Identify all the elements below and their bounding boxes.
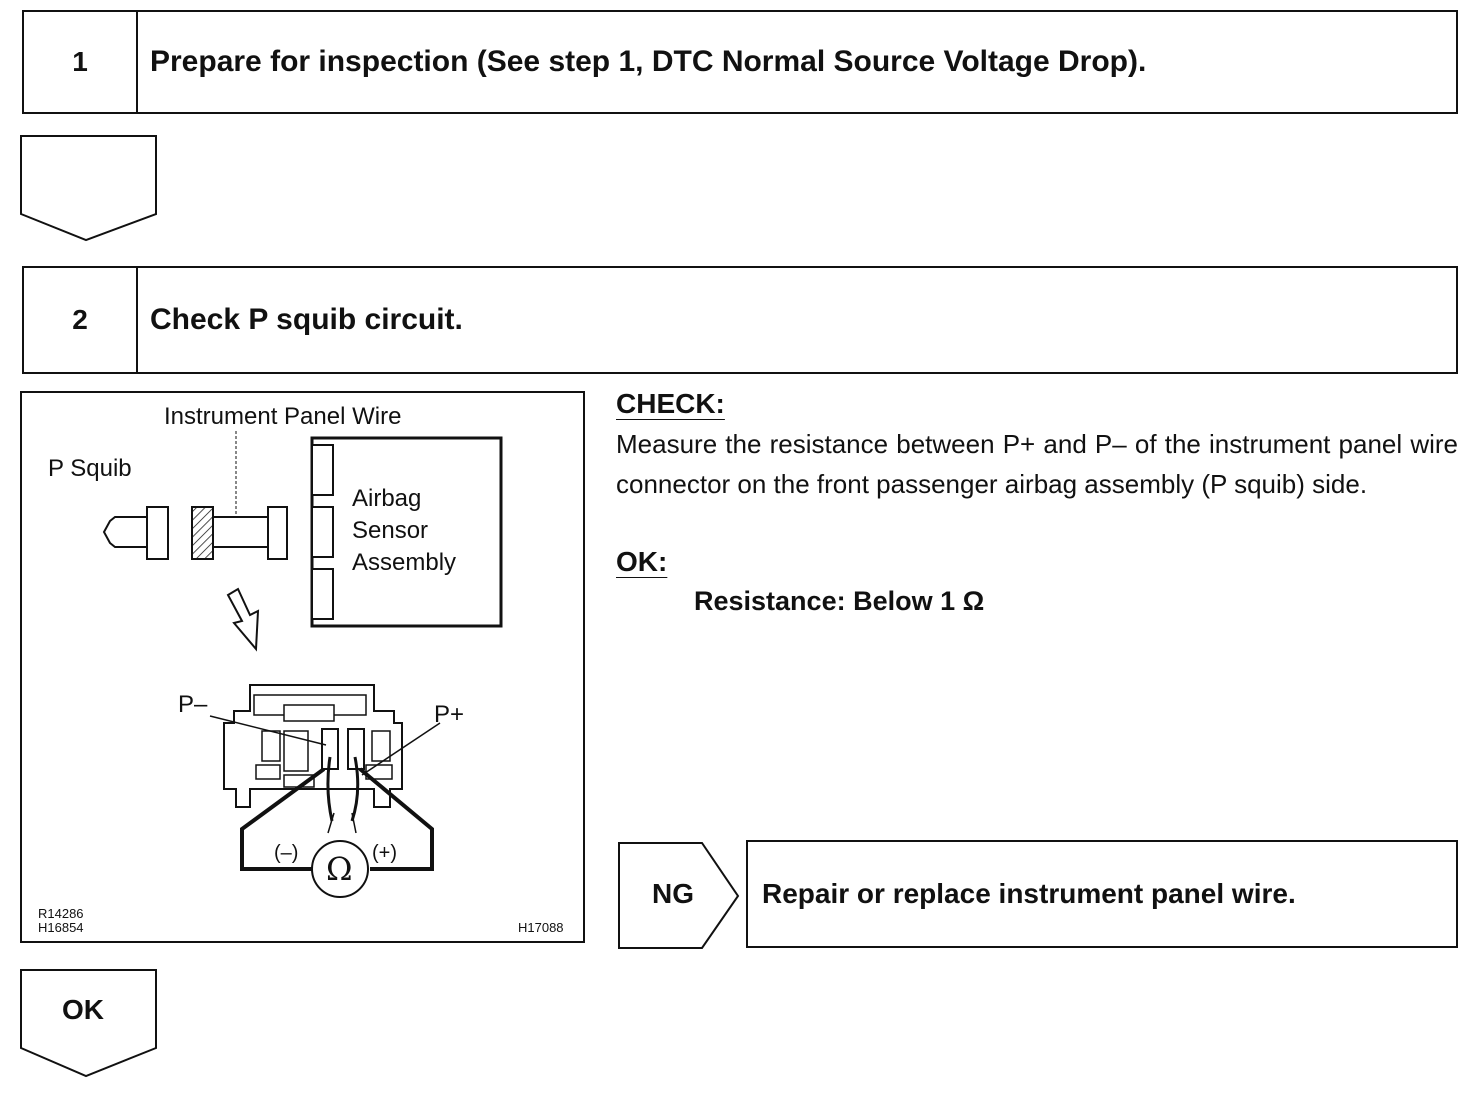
- connector-face: [223, 684, 403, 808]
- step-2-title: Check P squib circuit.: [150, 303, 463, 336]
- flow-arrow-step1: [20, 135, 157, 242]
- ng-action-text: Repair or replace instrument panel wire.: [762, 878, 1296, 909]
- ohm-symbol: Ω: [326, 850, 353, 888]
- step-2-number: 2: [24, 268, 138, 372]
- connector-illustration: [102, 431, 503, 898]
- ok-arrow: [20, 969, 157, 1078]
- meter-minus-label: (–): [274, 842, 299, 864]
- p-minus-label: P–: [178, 691, 208, 718]
- airbag-sensor-label-2: Sensor: [352, 517, 429, 544]
- step-2-header: 2 Check P squib circuit.: [22, 266, 1458, 374]
- airbag-sensor-label-3: Assembly: [352, 549, 457, 576]
- ok-label: OK: [62, 994, 104, 1025]
- check-instruction: Measure the resistance between P+ and P–…: [616, 429, 1458, 499]
- p-squib-label: P Squib: [48, 455, 132, 482]
- check-heading: CHECK:: [616, 388, 725, 419]
- ok-heading: OK:: [616, 546, 668, 577]
- instrument-panel-wire-label: Instrument Panel Wire: [164, 403, 402, 430]
- ng-action-box: Repair or replace instrument panel wire.: [746, 840, 1458, 948]
- ok-specification: Resistance: Below 1 Ω: [694, 586, 985, 616]
- meter-plus-label: (+): [372, 842, 397, 864]
- p-plus-label: P+: [434, 701, 465, 728]
- step-1-number: 1: [24, 12, 138, 112]
- airbag-sensor-label-1: Airbag: [352, 485, 422, 512]
- inspection-diagram: Instrument Panel Wire P Squib Airbag Sen…: [20, 391, 585, 943]
- step-1-header: 1 Prepare for inspection (See step 1, DT…: [22, 10, 1458, 114]
- reference-code-right: H17088: [518, 920, 564, 935]
- ng-arrow: [618, 842, 740, 949]
- reference-code-left: R14286 H16854: [38, 906, 84, 935]
- ng-label: NG: [652, 878, 694, 909]
- step-1-title: Prepare for inspection (See step 1, DTC …: [150, 45, 1147, 78]
